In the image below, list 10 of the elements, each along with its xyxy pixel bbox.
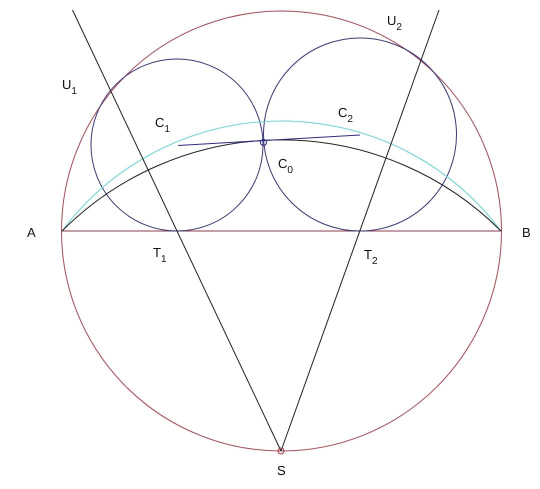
point-label: S	[277, 464, 286, 477]
point-label: C$_{0}$	[278, 157, 293, 176]
point-label: C$_{1}$	[155, 116, 170, 135]
point-label: T$_{1}$	[153, 246, 167, 265]
point-label: T$_{2}$	[364, 248, 378, 267]
point-label: U$_{2}$	[387, 14, 402, 33]
point-label: B	[522, 226, 531, 239]
point-label: U$_{1}$	[62, 78, 77, 97]
point-label: A	[27, 226, 36, 239]
point-label: C$_{2}$	[338, 106, 353, 125]
